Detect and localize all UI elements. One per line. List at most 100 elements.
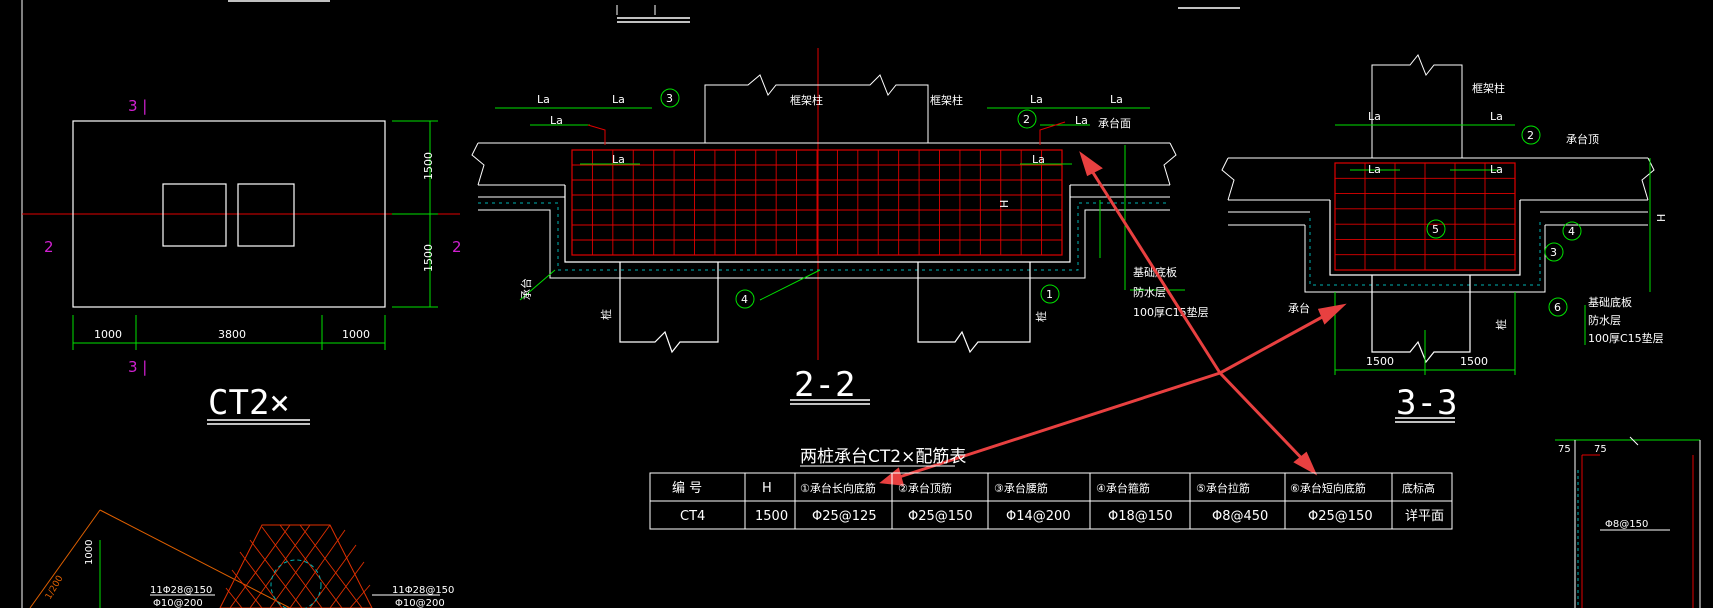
br-dim-1: 75	[1558, 444, 1571, 455]
s33-la-1: La	[1368, 110, 1381, 123]
table-cell-5: Φ8@450	[1212, 509, 1268, 524]
plan-dim-bottom-1: 1000	[94, 328, 122, 341]
section22-callout-2	[1017, 109, 1037, 129]
bl-slope: 1/200	[44, 574, 66, 602]
annotation-arrows	[879, 151, 1347, 486]
bottom-right-detail	[1555, 436, 1701, 608]
column-right	[237, 183, 295, 247]
plan-section-mark-bottom: 3 |	[128, 358, 147, 376]
s33-la-3: La	[1368, 163, 1381, 176]
s22-callout-3-text: 3	[666, 92, 673, 105]
rebar-table	[649, 465, 1453, 530]
plan-section-mark-top: 3 |	[128, 97, 147, 115]
bottom-left-detail	[29, 509, 440, 608]
s33-layer-2: 防水层	[1588, 313, 1621, 327]
plan-dim-bottom-3: 1000	[342, 328, 370, 341]
section33-title: 3-3	[1396, 383, 1457, 423]
table-cell-h: 1500	[755, 509, 788, 524]
table-cell-id: CT4	[680, 509, 705, 524]
table-header-1: ①承台长向底筋	[800, 481, 876, 495]
s22-la-8: La	[1032, 153, 1045, 166]
table-cell-elev: 详平面	[1405, 509, 1444, 524]
s33-pile-label: 桩	[1494, 319, 1508, 330]
bl-note-right-2: Φ10@200	[395, 598, 445, 608]
s33-callout-2	[1521, 125, 1541, 145]
table-header-id: 编 号	[672, 481, 702, 496]
table-cell-4: Φ18@150	[1108, 509, 1173, 524]
table-header-4: ④承台箍筋	[1096, 481, 1150, 495]
s33-callout-6	[1548, 297, 1568, 317]
s22-la-4: La	[612, 153, 625, 166]
s33-callout-2-text: 2	[1527, 129, 1534, 142]
s22-la-3: La	[550, 114, 563, 127]
s22-callout-4-text: 4	[741, 293, 748, 306]
s22-callout-1-text: 1	[1046, 288, 1053, 301]
pile-cap-outline	[72, 120, 386, 308]
table-cell-2: Φ25@150	[908, 509, 973, 524]
plan-dim-right-1: 1500	[422, 152, 435, 180]
table-cell-6: Φ25@150	[1308, 509, 1373, 524]
section-2-2	[471, 48, 1185, 405]
section-3-3	[1221, 54, 1655, 423]
s22-column-label-1: 框架柱	[790, 93, 823, 107]
br-note: Φ8@150	[1605, 519, 1648, 530]
s22-la-5: La	[1030, 93, 1043, 106]
section22-callout-3	[660, 88, 680, 108]
s22-layer-3: 100厚C15垫层	[1133, 305, 1209, 319]
s33-layer-3: 100厚C15垫层	[1588, 331, 1664, 345]
s22-pile-label-1: 桩	[599, 309, 613, 320]
table-cell-1: Φ25@125	[812, 509, 877, 524]
s33-cap-label: 承台	[1288, 301, 1310, 315]
table-header-6: ⑥承台短向底筋	[1290, 481, 1366, 495]
section22-callout-4	[735, 289, 755, 309]
s22-layer-2: 防水层	[1133, 285, 1166, 299]
s33-callout-5-text: 5	[1432, 223, 1439, 236]
column-left	[162, 183, 227, 247]
s22-la-2: La	[612, 93, 625, 106]
plan-title: CT2×	[208, 383, 290, 423]
s22-la-1: La	[537, 93, 550, 106]
plan-dim-bottom-2: 3800	[218, 328, 246, 341]
table-header-2: ②承台顶筋	[898, 481, 952, 495]
s33-callout-4-text: 4	[1568, 225, 1575, 238]
s22-pile-label-2: 桩	[1034, 311, 1048, 322]
s33-callout-6-text: 6	[1554, 301, 1561, 314]
s22-callout-2-text: 2	[1023, 113, 1030, 126]
s33-column-label: 框架柱	[1472, 81, 1505, 95]
plan-section-mark-right: 2	[452, 238, 462, 256]
top-fragments	[21, 0, 1240, 608]
table-title: 两桩承台CT2×配筋表	[800, 447, 966, 467]
plan-view	[22, 120, 460, 425]
bl-dim: 1000	[84, 540, 95, 565]
s33-callout-5	[1426, 219, 1446, 239]
s22-la-6: La	[1110, 93, 1123, 106]
section22-callout-1	[1040, 284, 1060, 304]
s33-dim-1: 1500	[1366, 355, 1394, 368]
table-header-5: ⑤承台拉筋	[1196, 481, 1250, 495]
s33-h-label: H	[1655, 214, 1668, 222]
s33-callout-3	[1544, 242, 1564, 262]
s33-callout-4	[1562, 221, 1582, 241]
s22-cap-label: 承台	[519, 278, 533, 300]
plan-section-mark-left: 2	[44, 238, 54, 256]
s22-column-label-2: 框架柱	[930, 93, 963, 107]
s33-la-2: La	[1490, 110, 1503, 123]
bl-note-right-1: 11Φ28@150	[392, 585, 454, 596]
table-header-h: H	[762, 481, 772, 496]
s22-cap-top-label: 承台面	[1098, 116, 1131, 130]
s33-la-4: La	[1490, 163, 1503, 176]
s33-layer-1: 基础底板	[1588, 295, 1632, 309]
bl-note-left-1: 11Φ28@150	[150, 585, 212, 596]
table-header-elev: 底标高	[1402, 481, 1435, 495]
table-header-3: ③承台腰筋	[994, 481, 1048, 495]
table-cell-3: Φ14@200	[1006, 509, 1071, 524]
s22-la-7: La	[1075, 114, 1088, 127]
s22-h-label: H	[998, 200, 1011, 208]
s33-cap-top-label: 承台顶	[1566, 132, 1599, 146]
bl-note-left-2: Φ10@200	[153, 598, 203, 608]
s33-callout-3-text: 3	[1550, 246, 1557, 259]
br-dim-2: 75	[1594, 444, 1607, 455]
s33-dim-2: 1500	[1460, 355, 1488, 368]
section22-title: 2-2	[794, 365, 855, 405]
